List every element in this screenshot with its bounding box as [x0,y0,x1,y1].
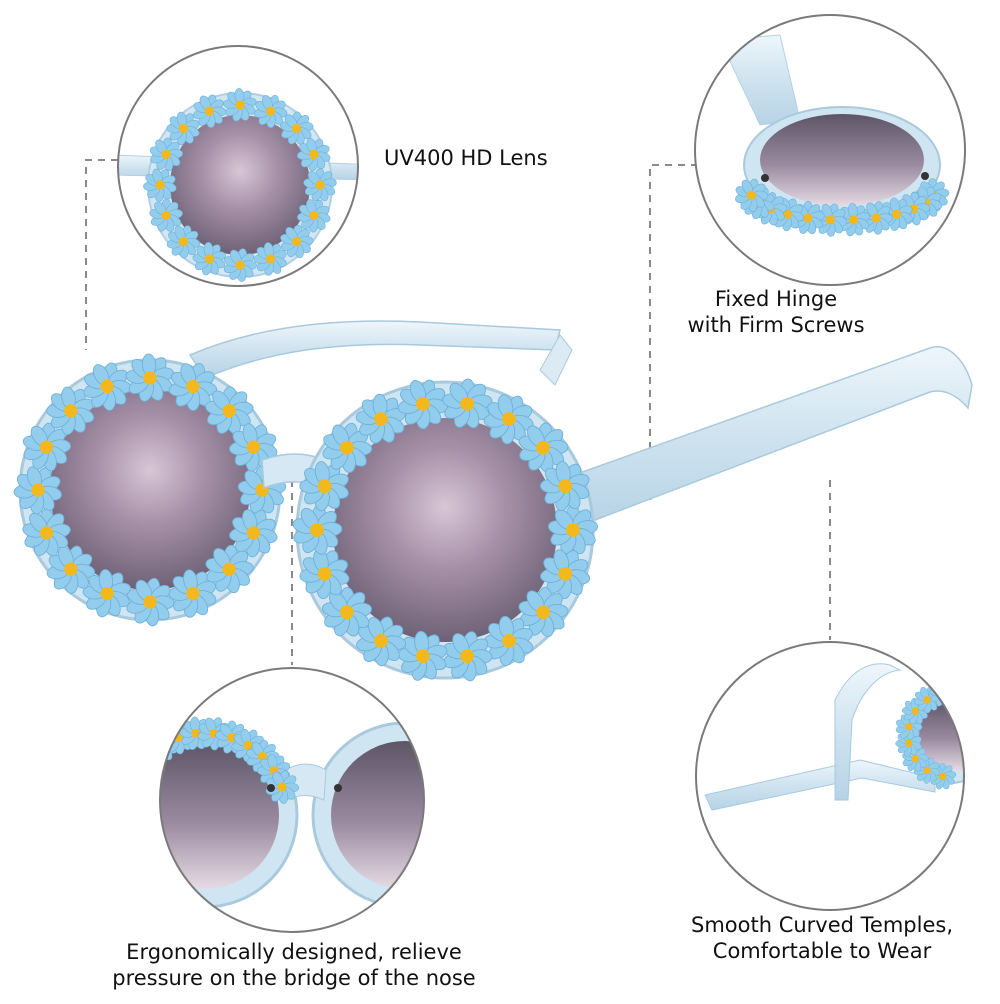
screw-icon [334,784,342,792]
temples-closeup-circle [695,641,965,911]
daisy-flower-icon [111,770,145,804]
callout-line: Fixed Hinge [714,287,838,311]
leader-lines [85,159,831,665]
lens-closeup-circle [117,45,359,287]
temple-arms [188,320,973,526]
daisy-flower-icon [114,749,159,793]
callout-line: UV400 HD Lens [384,146,548,170]
callout-line: Smooth Curved Temples, [691,913,953,937]
callout-line: Ergonomically designed, relieve [126,940,462,964]
callout-uv400-lens: UV400 HD Lens [384,145,548,171]
callout-fixed-hinge: Fixed Hinge with Firm Screws [660,286,892,338]
callout-line: pressure on the bridge of the nose [112,966,476,990]
bridge-closeup-circle [111,667,425,933]
left-lens-frame [4,343,288,633]
callout-line: Comfortable to Wear [712,939,932,963]
callout-curved-temples: Smooth Curved Temples, Comfortable to We… [670,912,974,964]
right-lens-frame [287,371,601,693]
daisy-flower-icon [160,737,167,776]
callout-line: with Firm Screws [687,313,865,337]
hinge-closeup-circle [694,14,966,286]
screw-icon [761,174,769,182]
screw-icon [921,172,929,180]
screw-icon [267,784,275,792]
callout-ergonomic-design: Ergonomically designed, relieve pressure… [84,939,504,991]
